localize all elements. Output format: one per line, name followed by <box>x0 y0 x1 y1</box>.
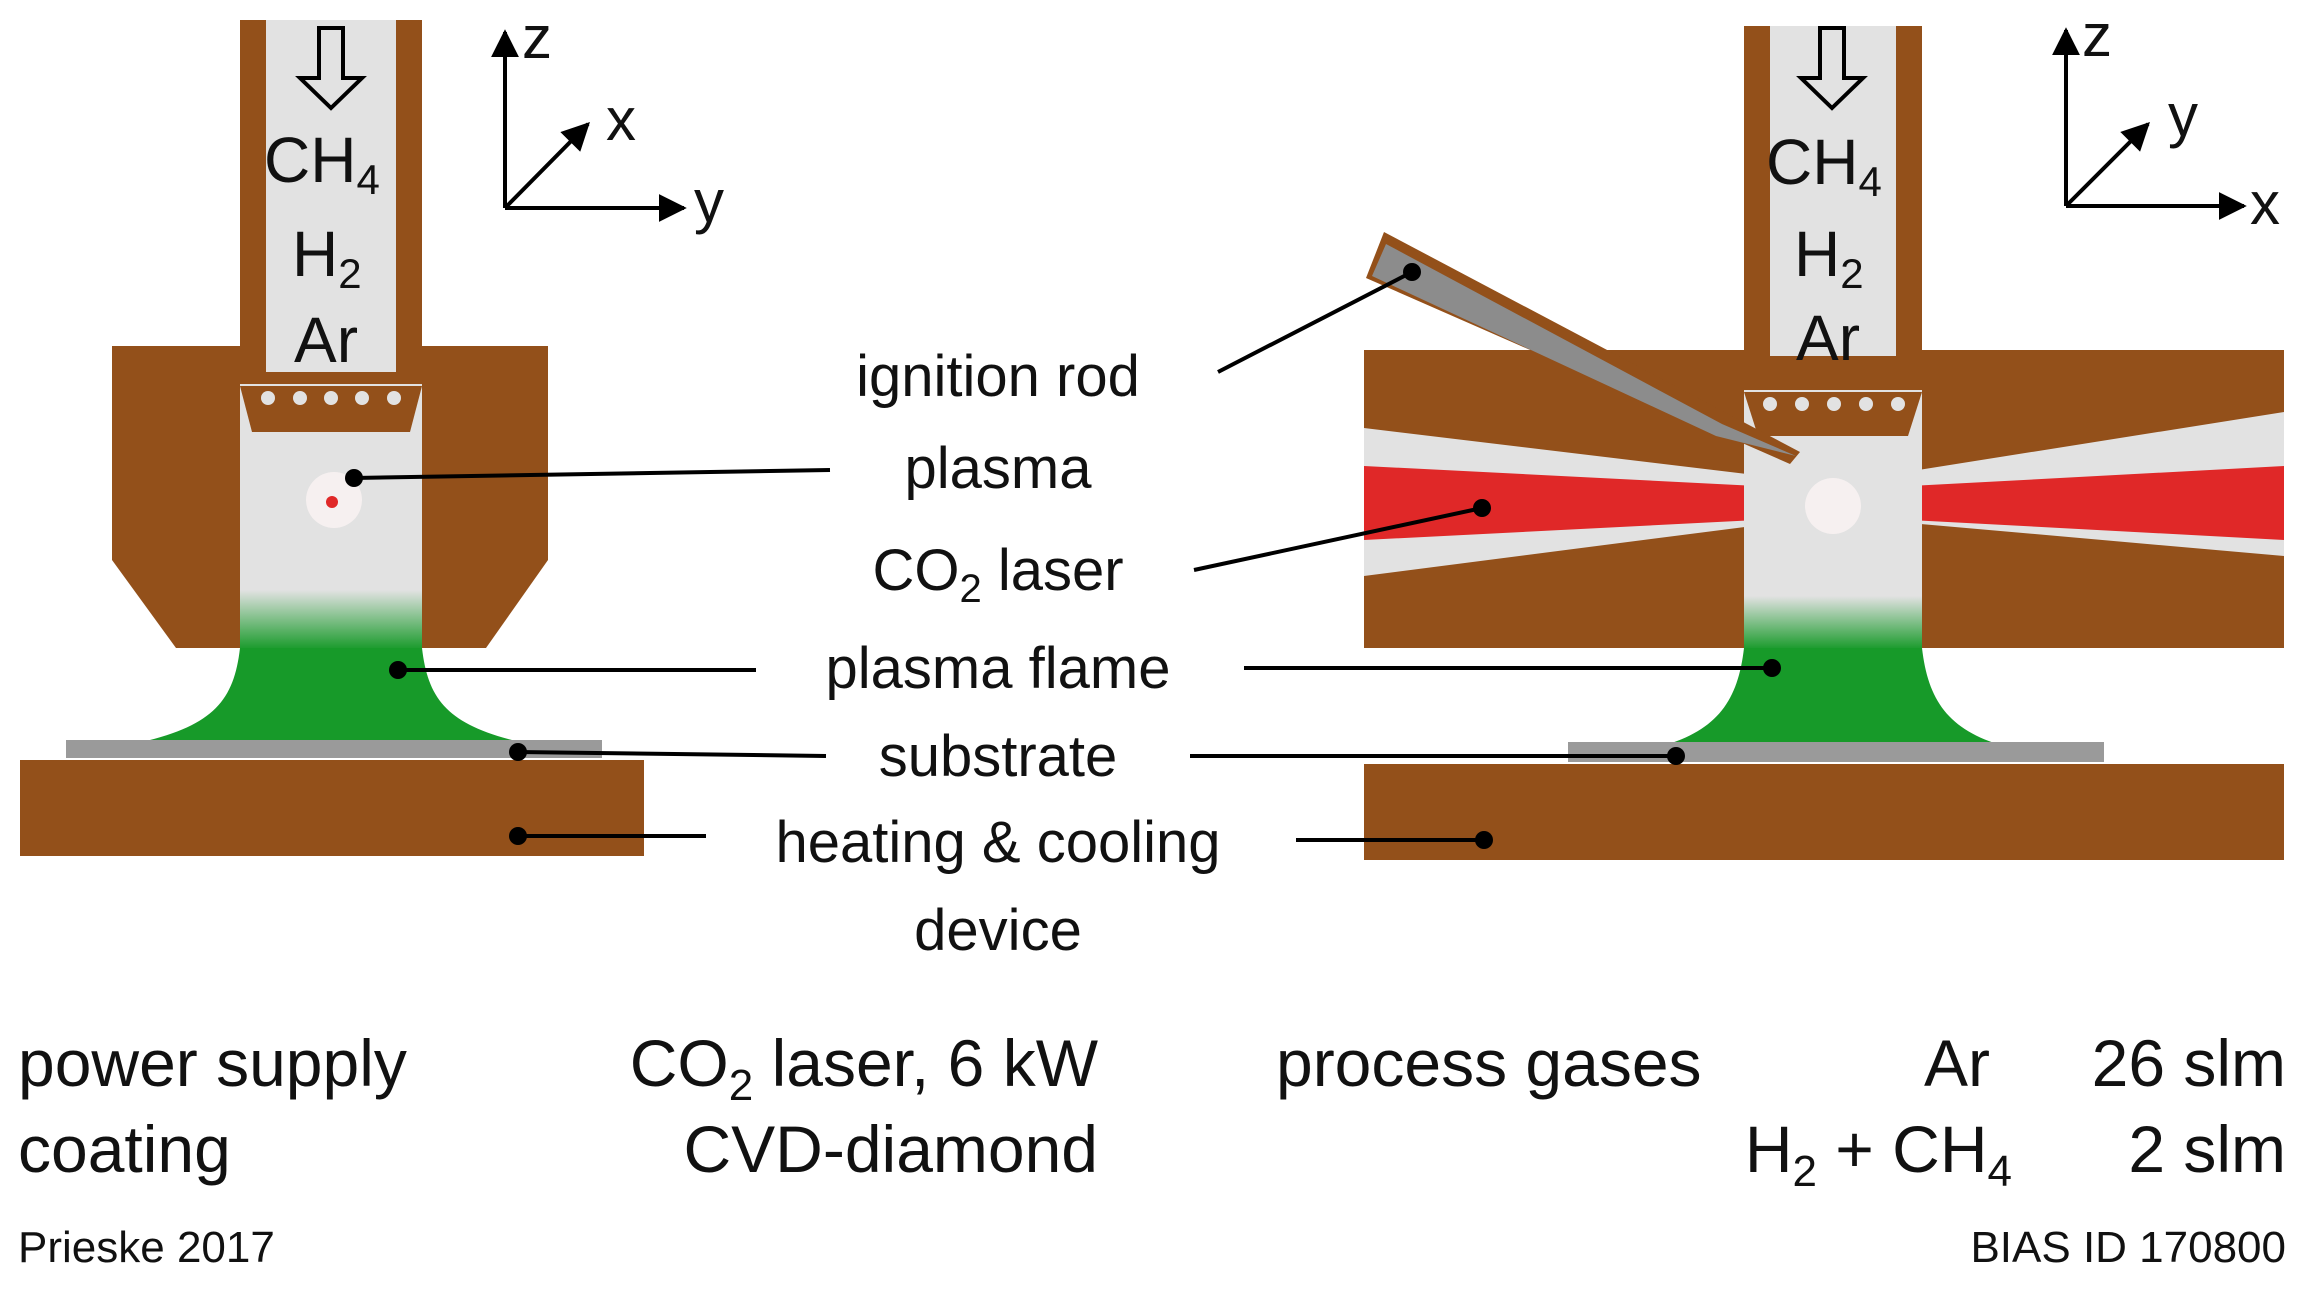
svg-text:CH4: CH4 <box>1766 126 1882 205</box>
label-co2-laser-rest: laser <box>982 538 1124 603</box>
left-gas-channel <box>266 20 396 372</box>
power-supply-label: power supply <box>18 1026 407 1100</box>
left-gas-tube-wall-right <box>396 20 422 372</box>
right-axis-x: x <box>2250 170 2280 237</box>
right-inflow-arrow-icon <box>1796 26 1868 111</box>
left-plasma-core <box>326 496 338 508</box>
label-plasma: plasma <box>905 436 1093 501</box>
left-gas-h-sub: 2 <box>338 250 361 297</box>
right-plasma-flame <box>1662 648 2004 746</box>
right-gas-h: H <box>1794 218 1840 290</box>
left-distributor-holes <box>261 391 401 405</box>
gas2-h-sub: 2 <box>1792 1147 1816 1196</box>
component-labels: ignition rod plasma CO2 laser plasma fla… <box>776 344 1221 963</box>
gas1-name: Ar <box>1924 1026 1990 1100</box>
left-axes: z x y <box>491 4 724 235</box>
right-axis-y: y <box>2168 82 2198 149</box>
right-plasma-glow <box>1805 478 1861 534</box>
label-plasma-flame: plasma flame <box>826 636 1171 701</box>
right-axis-z: z <box>2082 2 2112 69</box>
right-distributor-holes <box>1763 397 1905 411</box>
gas2-ch-sub: 4 <box>1988 1147 2012 1196</box>
right-gas-h-sub: 2 <box>1840 250 1863 297</box>
right-gas-tube-wall-left <box>1744 26 1770 356</box>
power-supply-value-post: laser, 6 kW <box>753 1026 1098 1100</box>
left-gas-ch-sub: 4 <box>356 156 379 203</box>
info-block: power supply CO2 laser, 6 kW coating CVD… <box>18 1026 2286 1196</box>
right-gas-distributor <box>1744 392 1922 436</box>
right-substrate <box>1568 742 2104 762</box>
right-chamber-fade <box>1744 596 1922 650</box>
coating-value: CVD-diamond <box>684 1112 1099 1186</box>
gas2-flow: 2 slm <box>2128 1112 2286 1186</box>
left-axis-z: z <box>522 4 552 71</box>
label-co2-laser-co: CO <box>872 538 959 603</box>
left-axis-y: y <box>694 168 724 235</box>
svg-text:H2: H2 <box>292 218 362 297</box>
right-gas-channel <box>1770 26 1896 356</box>
right-heating-cooling-device <box>1364 764 2284 860</box>
svg-text:H2 + CH4: H2 + CH4 <box>1745 1112 2012 1196</box>
label-substrate: substrate <box>879 724 1118 789</box>
coating-label: coating <box>18 1112 231 1186</box>
gas2-mid: + CH <box>1817 1112 1988 1186</box>
svg-text:CH4: CH4 <box>264 124 380 203</box>
svg-text:H2: H2 <box>1794 218 1864 297</box>
footer-citation: Prieske 2017 <box>18 1223 275 1272</box>
right-ignition-rod <box>1366 232 1800 464</box>
gas2-h: H <box>1745 1112 1793 1186</box>
left-heating-cooling-device <box>20 760 644 856</box>
left-gas-ar: Ar <box>294 304 358 376</box>
gas1-flow: 26 slm <box>2092 1026 2286 1100</box>
left-gas-distributor <box>240 386 422 432</box>
left-inflow-arrow-icon <box>295 26 367 111</box>
power-supply-value-pre: CO <box>630 1026 729 1100</box>
label-heating-cooling-line1: heating & cooling <box>776 810 1221 875</box>
left-gas-ch: CH <box>264 124 356 196</box>
label-co2-laser-sub: 2 <box>959 567 981 611</box>
right-gas-tube-wall-right <box>1896 26 1922 356</box>
left-gas-h: H <box>292 218 338 290</box>
left-plasma-flame <box>142 648 520 742</box>
left-setup: CH4 H2 Ar z x y <box>20 4 724 856</box>
right-setup: CH4 H2 Ar z y x <box>1364 2 2284 860</box>
label-ignition-rod: ignition rod <box>856 344 1140 409</box>
left-substrate <box>66 740 602 758</box>
label-heating-cooling-line2: device <box>914 898 1082 963</box>
leader-lines <box>345 263 1781 849</box>
right-axes: z y x <box>2052 2 2280 237</box>
right-gas-ch: CH <box>1766 126 1858 198</box>
footer-id: BIAS ID 170800 <box>1970 1223 2286 1272</box>
left-chamber-fade <box>240 590 422 650</box>
left-axis-x: x <box>606 86 636 153</box>
svg-text:CO2 laser, 6 kW: CO2 laser, 6 kW <box>630 1026 1099 1110</box>
process-gases-label: process gases <box>1276 1026 1702 1100</box>
power-supply-value-sub: 2 <box>729 1061 753 1110</box>
right-gas-ar: Ar <box>1796 302 1860 374</box>
left-gas-tube-wall-left <box>240 20 266 372</box>
right-gas-ch-sub: 4 <box>1858 158 1881 205</box>
svg-text:CO2 laser: CO2 laser <box>872 538 1123 611</box>
